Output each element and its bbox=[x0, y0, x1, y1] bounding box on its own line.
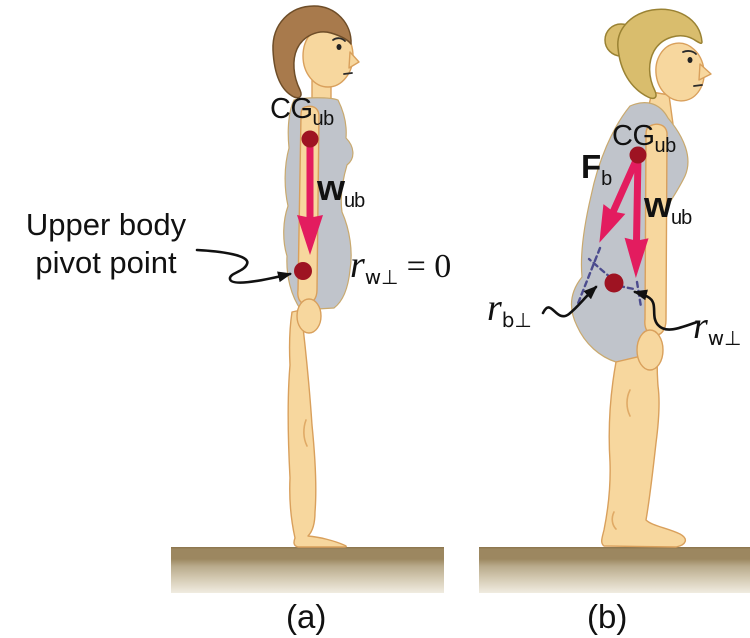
person-a-mouth bbox=[343, 72, 353, 75]
rb-leader-arrow-b bbox=[541, 285, 598, 318]
pivot-point-b bbox=[604, 273, 624, 293]
person-a-eye bbox=[336, 44, 342, 50]
person-b-hand bbox=[636, 329, 664, 371]
person-a-knee-shade bbox=[303, 419, 308, 447]
ground-platform-b bbox=[479, 547, 750, 593]
weight-label-b: wub bbox=[644, 184, 692, 229]
weight-label-a: wub bbox=[317, 167, 365, 212]
caption-b: (b) bbox=[587, 598, 628, 635]
weight-vector-arrow-b bbox=[624, 155, 649, 278]
person-a-eyebrow bbox=[332, 37, 346, 42]
weight-vector-arrow-a bbox=[297, 141, 323, 255]
pivot-point-label: Upper body pivot point bbox=[25, 207, 187, 280]
pivot-leader-arrow-a bbox=[195, 248, 292, 284]
person-b-hair bbox=[617, 8, 703, 100]
person-a-hair bbox=[272, 5, 352, 99]
back-lever-arm-label: rb⊥ bbox=[487, 287, 532, 332]
cg-point-a bbox=[301, 130, 319, 148]
person-b-ankle-shade bbox=[611, 511, 617, 530]
fb-lever-arm-dashed bbox=[587, 257, 613, 280]
cg-label-a: CGub bbox=[270, 93, 334, 130]
weight-lever-arm-label: rw⊥ bbox=[693, 305, 742, 350]
caption-a: (a) bbox=[286, 598, 327, 635]
cg-label-b: CGub bbox=[612, 120, 676, 157]
person-b-illustration bbox=[570, 8, 712, 548]
person-a-illustration bbox=[272, 5, 360, 548]
person-b-knee-shade bbox=[626, 389, 631, 417]
person-b-nose bbox=[698, 63, 712, 81]
muscle-force-label-b: Fb bbox=[581, 148, 613, 190]
person-b-mouth bbox=[693, 84, 703, 87]
fb-line-of-action-dashed bbox=[575, 246, 602, 308]
person-b-legs bbox=[601, 351, 687, 548]
cg-point-b bbox=[629, 146, 647, 164]
muscle-force-vector-b bbox=[599, 154, 642, 243]
person-a-legs bbox=[287, 309, 347, 548]
rw-leader-arrow-b bbox=[633, 289, 699, 331]
ground-platform-a bbox=[171, 547, 444, 593]
person-b-eyebrow bbox=[682, 50, 697, 55]
pivot-point-a bbox=[294, 262, 312, 280]
lever-arm-zero-label: rw⊥= 0 bbox=[350, 244, 452, 289]
person-a-hand bbox=[296, 298, 322, 334]
person-a-nose bbox=[348, 51, 360, 69]
person-b-eye bbox=[687, 57, 693, 63]
